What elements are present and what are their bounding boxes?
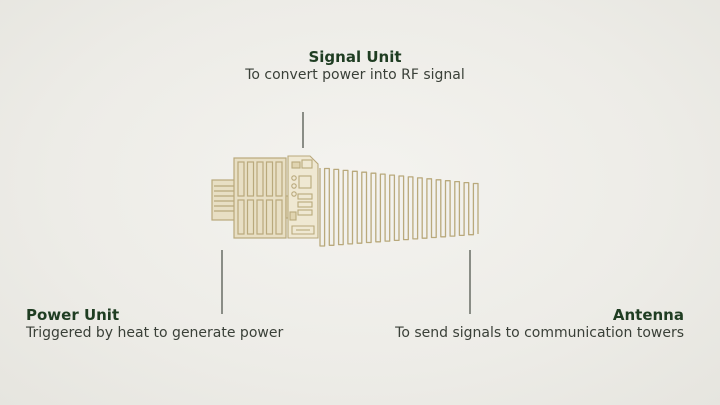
power-unit-finger bbox=[246, 161, 255, 197]
power-unit-finger bbox=[256, 199, 264, 235]
power-unit-finger bbox=[265, 161, 274, 197]
power-unit-finger bbox=[275, 199, 283, 235]
antenna-label: Antenna To send signals to communication… bbox=[395, 306, 684, 343]
signal-unit-leader-line bbox=[302, 112, 304, 148]
signal-unit-title: Signal Unit bbox=[308, 48, 402, 66]
signal-unit-label: Signal Unit To convert power into RF sig… bbox=[200, 48, 510, 85]
power-unit-title: Power Unit bbox=[26, 306, 120, 324]
antenna-graphic bbox=[319, 167, 479, 247]
power-unit-finger bbox=[256, 161, 264, 197]
power-unit-finger bbox=[237, 161, 245, 197]
power-unit-description: Triggered by heat to generate power bbox=[26, 325, 284, 341]
power-unit-leader-line bbox=[221, 250, 223, 314]
signal-unit-description: To convert power into RF signal bbox=[245, 67, 465, 83]
power-unit-finger bbox=[275, 161, 283, 197]
power-unit-label: Power Unit Triggered by heat to generate… bbox=[26, 306, 283, 343]
power-unit-finger bbox=[246, 199, 255, 235]
antenna-leader-line bbox=[469, 250, 471, 314]
antenna-description: To send signals to communication towers bbox=[395, 325, 684, 341]
power-unit-finger bbox=[265, 199, 274, 235]
signal-unit-graphic bbox=[287, 155, 319, 239]
antenna-title: Antenna bbox=[612, 306, 684, 324]
power-unit-graphic bbox=[211, 157, 295, 239]
power-unit-finger bbox=[237, 199, 245, 235]
